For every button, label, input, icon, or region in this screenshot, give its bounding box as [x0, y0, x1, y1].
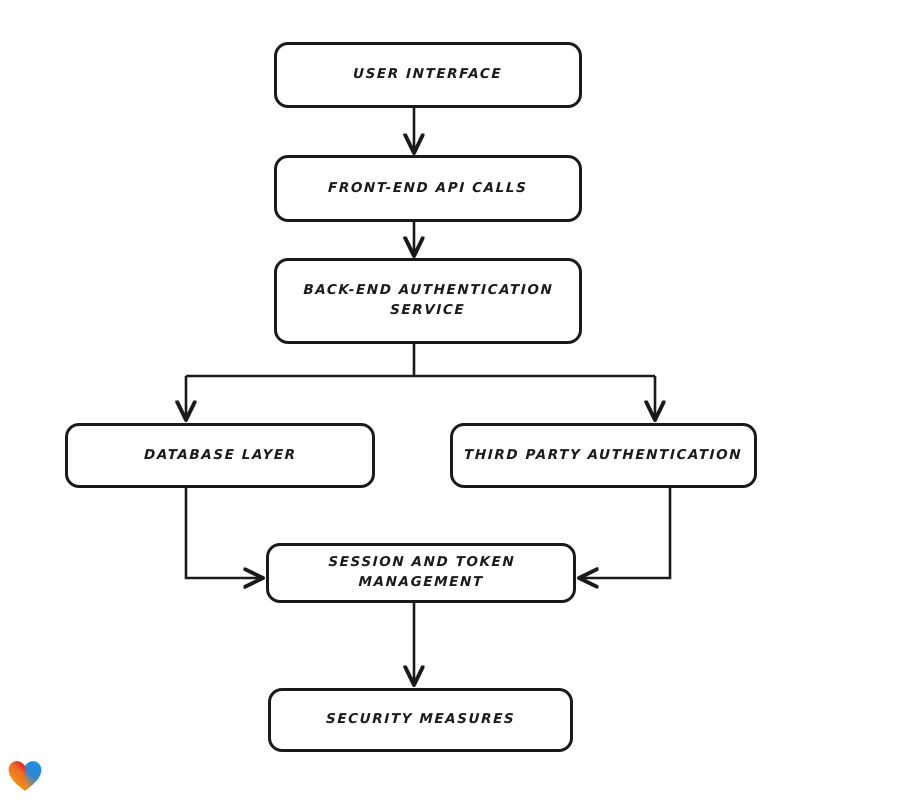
node-backend-authentication-service[interactable]: Back-end Authentication Service	[274, 258, 582, 344]
node-session-and-token-management[interactable]: Session and Token Management	[266, 543, 576, 603]
edge-thirdparty-to-session	[580, 488, 672, 578]
edge-database-to-session	[184, 488, 262, 578]
node-label: Session and Token Management	[327, 554, 516, 590]
node-database-layer[interactable]: Database Layer	[65, 423, 375, 488]
node-frontend-api-calls[interactable]: Front-end API Calls	[274, 155, 582, 222]
heart-icon	[8, 761, 42, 791]
node-security-measures[interactable]: Security Measures	[268, 688, 573, 752]
node-user-interface[interactable]: User Interface	[274, 42, 582, 108]
node-label: Security Measures	[325, 711, 516, 728]
node-third-party-authentication[interactable]: Third Party Authentication	[450, 423, 757, 488]
node-label: Third Party Authentication	[464, 446, 743, 463]
node-label: Front-end API Calls	[328, 179, 529, 196]
node-label: Back-end Authentication Service	[303, 282, 554, 318]
node-label: Database Layer	[143, 446, 297, 463]
node-label: User Interface	[353, 66, 503, 83]
